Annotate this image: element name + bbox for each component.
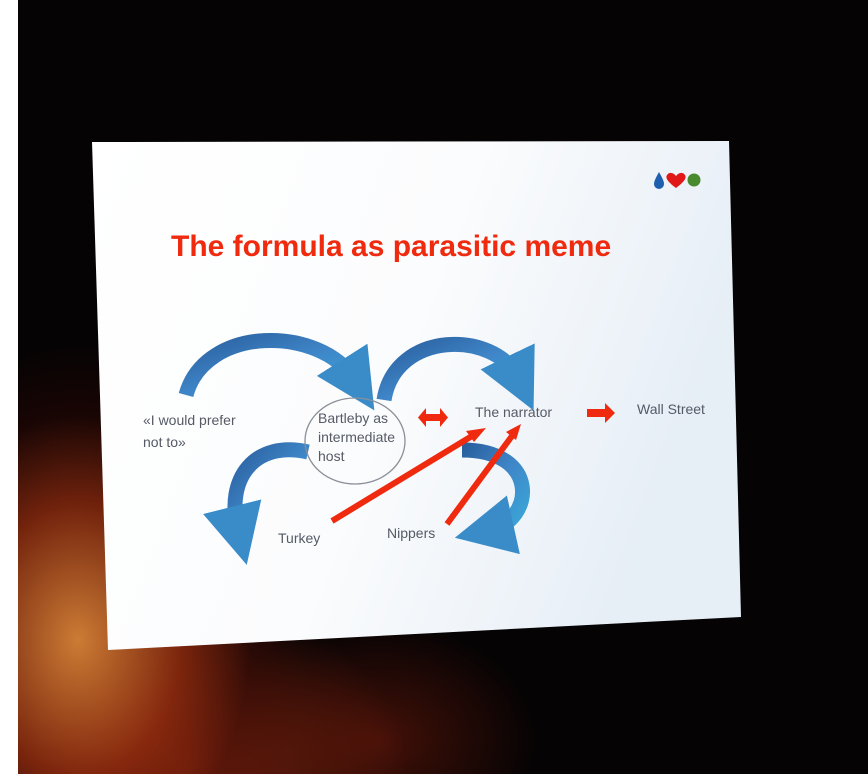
curved-arrow-phrase-to-bartleby	[178, 333, 375, 411]
slide-title: The formula as parasitic meme	[171, 230, 611, 263]
node-bartleby-line-2: intermediate	[318, 429, 395, 445]
node-phrase-line-2: not to»	[143, 434, 186, 450]
red-heart-icon	[666, 172, 686, 188]
node-narrator: The narrator	[475, 404, 552, 420]
line-nippers-to-narrator	[444, 424, 521, 526]
left-white-strip	[0, 0, 18, 774]
node-bartleby-line-1: Bartleby as	[318, 410, 388, 426]
node-bartleby-line-3: host	[318, 448, 345, 464]
double-arrow-bartleby-narrator	[418, 408, 448, 427]
arrow-narrator-to-wall-street	[587, 403, 615, 423]
blue-drop-icon	[654, 172, 664, 189]
bartleby-ellipse	[304, 397, 406, 485]
curved-arrow-bartleby-to-narrator	[376, 336, 535, 411]
node-phrase-line-1: «I would prefer	[143, 412, 236, 428]
logo-icons	[654, 172, 701, 189]
red-arrows	[330, 403, 615, 526]
node-phrase: «I would prefer not to»	[143, 412, 240, 450]
line-turkey-to-narrator	[330, 428, 486, 524]
node-wall-street: Wall Street	[637, 401, 705, 417]
blue-curved-arrows	[178, 333, 535, 565]
green-dot-icon	[687, 173, 701, 187]
node-turkey: Turkey	[278, 530, 320, 546]
curved-arrow-bartleby-to-turkey	[203, 442, 310, 565]
node-nippers: Nippers	[387, 525, 435, 541]
curved-arrow-nippers-loop	[454, 442, 530, 555]
node-bartleby: Bartleby as intermediate host	[318, 410, 399, 464]
